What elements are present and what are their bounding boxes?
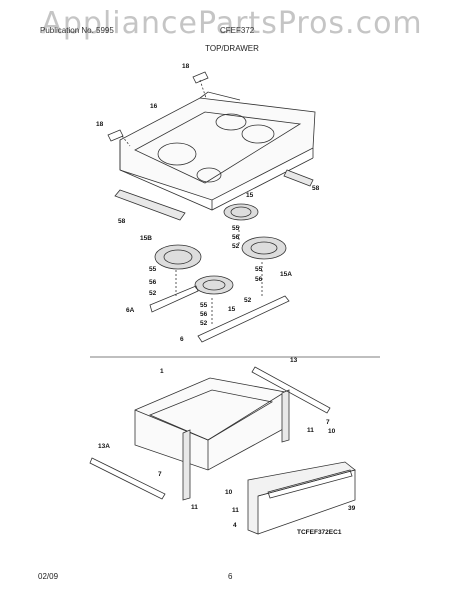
callout-10-left: 10	[225, 489, 233, 496]
callout-52-a: 52	[232, 243, 240, 250]
publication-number: Publication No. 5995	[40, 26, 114, 35]
callout-58-right: 58	[312, 185, 320, 192]
trim-strip-left	[114, 189, 186, 221]
callout-52-b: 52	[149, 290, 157, 297]
footer-page-number: 6	[228, 572, 233, 581]
rail-13a	[89, 457, 166, 500]
callout-18-left: 18	[96, 121, 104, 128]
bracket-18-left	[107, 129, 131, 147]
callout-10-right: 10	[328, 428, 336, 435]
rail-6	[197, 295, 290, 343]
callout-55-b: 55	[149, 266, 157, 273]
callout-52-d: 52	[200, 320, 208, 327]
slide-left-11	[182, 429, 191, 501]
element-15b	[154, 244, 202, 296]
callout-56-d: 56	[200, 311, 208, 318]
rail-6a	[149, 285, 199, 313]
callout-15-front: 15	[228, 306, 236, 313]
drawer-front-panel	[247, 461, 356, 535]
callout-15-top: 15	[246, 192, 254, 199]
callout-58-left: 58	[118, 218, 126, 225]
callout-11-left: 11	[191, 504, 198, 511]
bracket-18-right	[192, 71, 209, 99]
callout-13: 13	[290, 357, 298, 364]
cooktop-top	[119, 91, 316, 211]
callout-55-d: 55	[200, 302, 208, 309]
callout-7-right: 7	[326, 419, 330, 426]
callout-15b: 15B	[140, 235, 152, 242]
callout-55-c: 55	[255, 266, 263, 273]
callout-55-a: 55	[232, 225, 240, 232]
diagram-code: TCFEF372EC1	[297, 529, 342, 536]
drawer-handle-39	[267, 469, 353, 499]
callout-13a: 13A	[98, 443, 110, 450]
callout-6a: 6A	[126, 307, 135, 314]
callout-56-a: 56	[232, 234, 240, 241]
callout-52-c: 52	[244, 297, 252, 304]
element-15-front	[194, 275, 234, 324]
callout-11-right: 11	[307, 427, 314, 434]
callout-15a: 15A	[280, 271, 292, 278]
callout-39: 39	[348, 505, 356, 512]
callout-1: 1	[160, 368, 164, 375]
slide-right-11	[281, 389, 290, 443]
callout-7-left: 7	[158, 471, 162, 478]
callout-56-b: 56	[149, 279, 157, 286]
section-title: TOP/DRAWER	[205, 44, 259, 53]
callout-16: 16	[150, 103, 158, 110]
rail-13	[251, 366, 331, 414]
watermark: AppliancePartsPros.com	[41, 6, 423, 41]
callout-11-mid: 11	[232, 507, 239, 514]
callout-18-top: 18	[182, 63, 190, 70]
callout-6: 6	[180, 336, 184, 343]
element-15	[223, 203, 259, 246]
footer-date: 02/09	[38, 572, 59, 581]
drawer-body	[134, 377, 286, 471]
trim-strip-right	[283, 169, 314, 187]
callout-4: 4	[233, 522, 237, 529]
model-number: CFEF372	[220, 26, 255, 35]
element-15a	[241, 236, 287, 296]
callout-56-c: 56	[255, 276, 263, 283]
